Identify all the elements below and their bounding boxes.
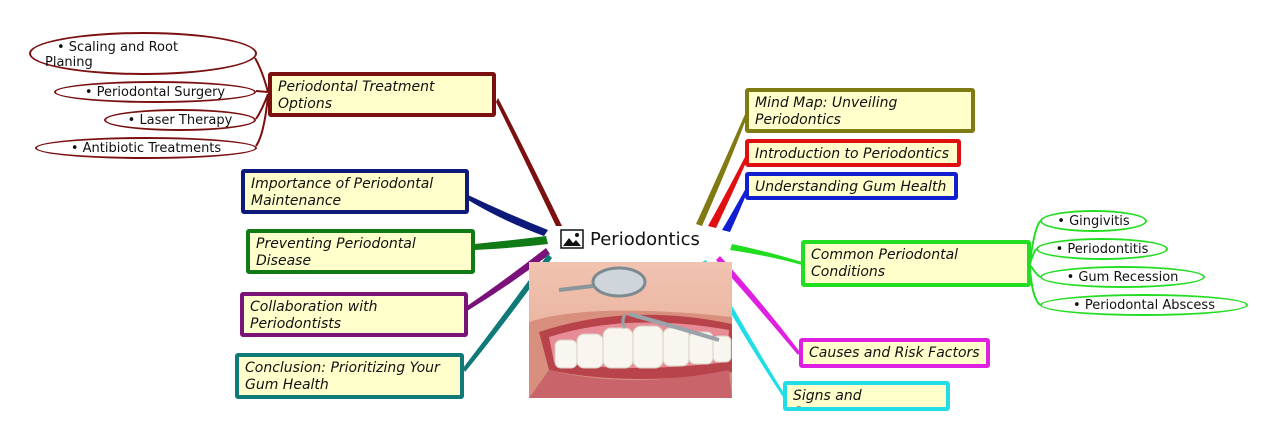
topic-periodontal-treatment-options[interactable]: Periodontal Treatment Options (268, 72, 496, 117)
treatment-leaf-links (254, 57, 269, 147)
leaf-text: • Periodontal Abscess (1073, 297, 1215, 313)
branch-mindmap (696, 112, 748, 226)
topic-line-1: Introduction to Periodontics (755, 146, 950, 162)
central-topic[interactable]: Periodontics (560, 224, 700, 254)
topic-line-2: Periodontists (250, 316, 342, 332)
topic-signs-and-symptoms[interactable]: Signs and Symptoms (783, 381, 950, 411)
topic-collaboration-with-periodontists[interactable]: Collaboration with Periodontists (240, 292, 468, 337)
leaf-line-1: • Scaling and Root (57, 40, 179, 55)
leaf-gum-recession[interactable]: • Gum Recession (1040, 266, 1205, 288)
topic-line-1: Importance of Periodontal (251, 176, 434, 192)
central-topic-title: Periodontics (590, 228, 700, 250)
topic-introduction-to-periodontics[interactable]: Introduction to Periodontics (745, 139, 961, 167)
topic-importance-of-periodontal-maintenance[interactable]: Importance of Periodontal Maintenance (241, 169, 469, 214)
branch-causes (716, 256, 800, 355)
topic-understanding-gum-health[interactable]: Understanding Gum Health (745, 172, 958, 200)
branch-preventing (474, 236, 548, 250)
topic-line-2: Options (278, 96, 333, 112)
leaf-text: • Laser Therapy (127, 112, 233, 128)
topic-line-2: Conditions (811, 264, 886, 280)
branch-importance (468, 195, 548, 236)
leaf-antibiotic-treatments[interactable]: • Antibiotic Treatments (35, 137, 257, 159)
leaf-text: • Periodontal Surgery (84, 84, 226, 100)
leaf-text: • Gum Recession (1066, 269, 1179, 285)
topic-preventing-periodontal-disease[interactable]: Preventing Periodontal Disease (246, 229, 475, 274)
topic-line-1: Collaboration with (250, 299, 378, 315)
leaf-laser-therapy[interactable]: • Laser Therapy (104, 109, 256, 131)
topic-line-1: Preventing Periodontal (256, 236, 416, 252)
topic-line-2: Maintenance (251, 193, 342, 209)
topic-conclusion-prioritizing-gum-health[interactable]: Conclusion: Prioritizing Your Gum Health (235, 353, 464, 399)
topic-line-2: Disease (256, 253, 312, 269)
leaf-text: • Antibiotic Treatments (70, 140, 222, 156)
branch-understanding (722, 188, 748, 232)
topic-common-periodontal-conditions[interactable]: Common Periodontal Conditions (801, 240, 1031, 287)
leaf-periodontal-abscess[interactable]: • Periodontal Abscess (1040, 294, 1248, 316)
topic-line-1: Conclusion: Prioritizing Your (245, 360, 440, 376)
branch-treatment (496, 98, 562, 226)
image-icon (560, 229, 584, 249)
branch-conditions (730, 244, 802, 265)
topic-line-1: Causes and Risk Factors (809, 345, 980, 361)
topic-line-1: Signs and Symptoms (793, 388, 868, 407)
branch-introduction (708, 155, 748, 228)
dental-photo (529, 262, 732, 398)
leaf-periodontitis[interactable]: • Periodontitis (1036, 238, 1168, 260)
leaf-line-2: Planing (45, 55, 93, 70)
condition-leaf-links (1029, 220, 1041, 306)
topic-line-1: Common Periodontal (811, 247, 959, 263)
topic-line-1: Understanding Gum Health (755, 179, 947, 195)
leaf-gingivitis[interactable]: • Gingivitis (1040, 210, 1147, 232)
leaf-periodontal-surgery[interactable]: • Periodontal Surgery (54, 81, 256, 103)
leaf-text: • Gingivitis (1057, 213, 1130, 229)
topic-line-1: Mind Map: Unveiling (755, 95, 898, 111)
topic-line-2: Periodontics (755, 112, 841, 128)
topic-line-2: Gum Health (245, 377, 329, 393)
leaf-text: • Periodontitis (1055, 241, 1149, 257)
topic-causes-and-risk-factors[interactable]: Causes and Risk Factors (799, 338, 990, 368)
topic-line-1: Periodontal Treatment (278, 79, 435, 95)
topic-mind-map-unveiling-periodontics[interactable]: Mind Map: Unveiling Periodontics (745, 88, 975, 133)
